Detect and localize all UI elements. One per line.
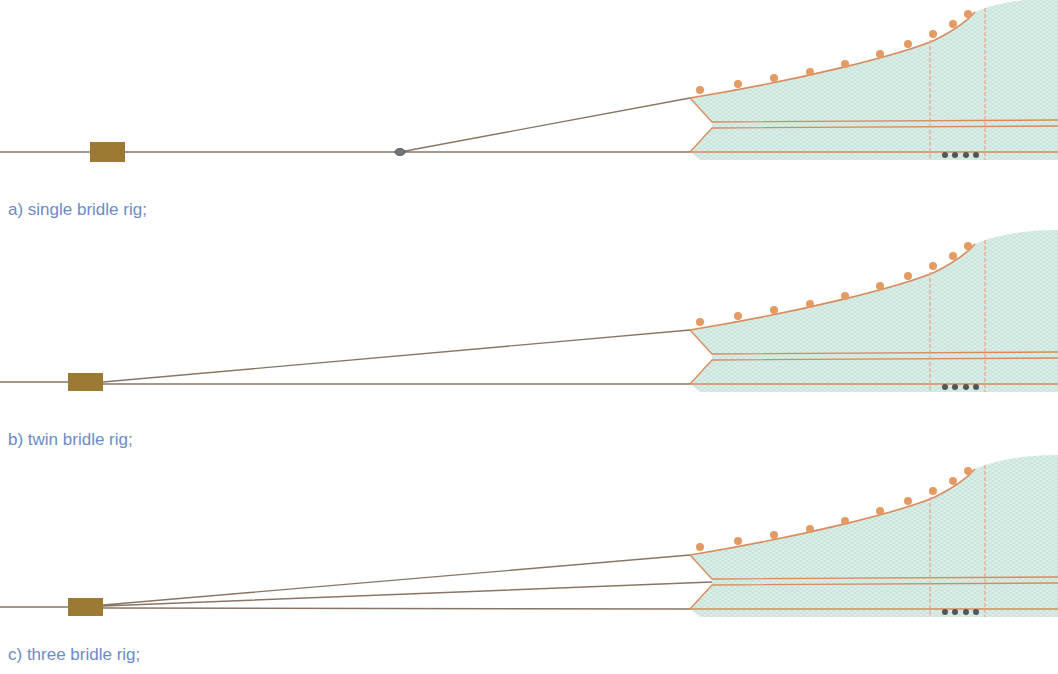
twin-bridle-rig: [0, 230, 1058, 392]
caption-label: b) twin bridle rig;: [8, 430, 133, 450]
three-bridle-rig: [0, 455, 1058, 617]
single-bridle-rig: [0, 0, 1058, 162]
caption-label: c) three bridle rig;: [8, 645, 140, 665]
caption-label: a) single bridle rig;: [8, 200, 147, 220]
